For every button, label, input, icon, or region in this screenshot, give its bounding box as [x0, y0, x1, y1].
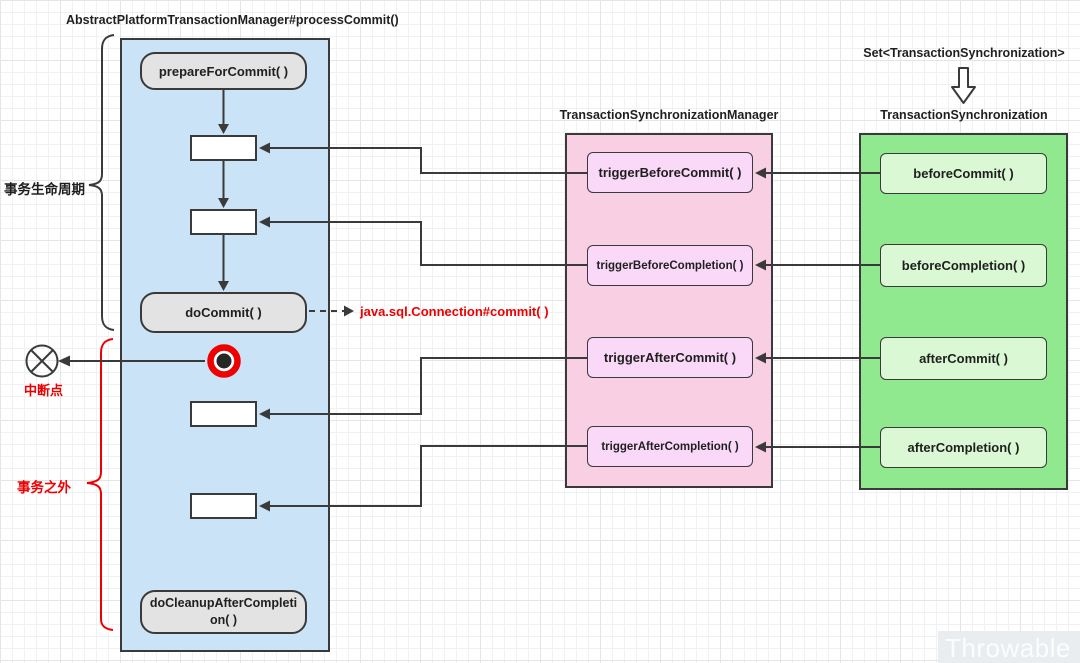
sync-manager-title: TransactionSynchronizationManager — [559, 108, 779, 122]
page-title: AbstractPlatformTransactionManager#proce… — [66, 13, 399, 27]
sync-to-manager-connectors — [755, 167, 880, 453]
manager-to-process-connectors — [259, 142, 587, 512]
callback-before-completion: beforeCompletion( ) — [880, 244, 1047, 287]
lifecycle-brace-icon — [88, 34, 115, 331]
outside-brace-icon — [86, 338, 114, 631]
set-label: Set<TransactionSynchronization> — [863, 46, 1065, 60]
step-placeholder-1 — [190, 135, 257, 161]
lifecycle-label: 事务生命周期 — [4, 182, 85, 197]
step-placeholder-4 — [190, 493, 257, 519]
breakpoint-label: 中断点 — [24, 383, 64, 398]
flow-arrows — [218, 90, 229, 291]
callback-after-commit: afterCommit( ) — [880, 337, 1047, 380]
terminate-icon — [25, 344, 59, 378]
step-placeholder-2 — [190, 209, 257, 235]
method-trigger-before-completion: triggerBeforeCompletion( ) — [587, 245, 753, 286]
callback-before-commit: beforeCommit( ) — [880, 153, 1047, 194]
breakpoint-arrow — [58, 355, 205, 367]
method-trigger-after-commit: triggerAfterCommit( ) — [587, 337, 753, 378]
method-trigger-before-commit: triggerBeforeCommit( ) — [587, 152, 753, 193]
watermark: Throwable — [938, 631, 1080, 663]
outside-label: 事务之外 — [17, 480, 71, 495]
step-prepare-for-commit: prepareForCommit( ) — [140, 52, 307, 90]
step-do-cleanup: doCleanupAfterCompletion( ) — [140, 590, 307, 634]
callback-after-completion: afterCompletion( ) — [880, 427, 1047, 468]
method-trigger-after-completion: triggerAfterCompletion( ) — [587, 426, 753, 467]
step-placeholder-3 — [190, 401, 257, 427]
interrupt-point-icon — [207, 344, 241, 378]
synchronization-title: TransactionSynchronization — [880, 108, 1048, 122]
step-do-commit: doCommit( ) — [140, 292, 307, 333]
jdbc-dashed-arrow — [309, 305, 354, 317]
jdbc-commit-annotation: java.sql.Connection#commit( ) — [360, 304, 549, 319]
set-instance-arrow-icon — [951, 67, 976, 104]
